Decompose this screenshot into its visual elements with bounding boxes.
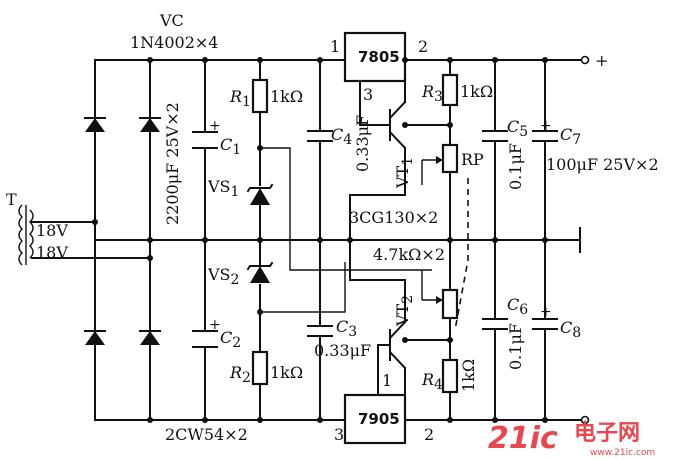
plus-c2: + [209, 317, 221, 333]
label-vt1: VT1 [393, 157, 416, 189]
label-c5: C5 [507, 117, 528, 140]
label-vs1: VS1 [207, 177, 239, 200]
diode-d4 [139, 330, 161, 345]
diode-d3 [84, 330, 106, 345]
pin-1-7905: 1 [382, 371, 392, 390]
pin-2-7805: 2 [418, 37, 428, 56]
transformer-symbol [18, 204, 34, 266]
rp-gang-link [454, 178, 469, 331]
zener-diodes [246, 183, 274, 283]
label-rp: RP [461, 150, 484, 169]
diode-d1 [84, 117, 106, 132]
plus-c1: + [209, 118, 221, 134]
wires [31, 59, 586, 421]
label-transformer: T [6, 190, 17, 209]
label-c4: C4 [331, 125, 352, 148]
resistor-r4 [441, 358, 459, 394]
pin-3-7905: 3 [334, 425, 344, 444]
label-r1-value: 1kΩ [270, 87, 303, 106]
label-c1-value: 2200μF 25V×2 [163, 102, 182, 225]
watermark-brand: 21ic [488, 421, 558, 456]
label-r3: R3 [421, 82, 443, 105]
label-secondary-bottom: 18V [36, 243, 68, 262]
resistor-r3 [441, 73, 459, 107]
potentiometer-rp-bottom [441, 288, 459, 320]
label-c3: C3 [336, 317, 357, 340]
label-c4-value: 0.33μF [353, 115, 372, 172]
zener-vs1 [246, 183, 274, 205]
label-c1: C1 [220, 135, 241, 158]
zener-vs2 [246, 261, 274, 283]
capacitors [192, 130, 558, 348]
potentiometer-rp-top [441, 143, 459, 174]
resistor-r1 [251, 78, 269, 114]
label-7805: 7805 [358, 48, 400, 66]
regulators [343, 31, 407, 445]
label-c6: C6 [507, 295, 528, 318]
label-zener-part: 2CW54×2 [165, 425, 248, 444]
label-c7: C7 [560, 125, 581, 148]
label-c5-value: 0.1μF [506, 143, 525, 190]
label-rp-part: 4.7kΩ×2 [373, 245, 445, 264]
watermark-cn: 电子网 [574, 421, 640, 446]
output-terminal-negative [580, 415, 590, 425]
label-vt2: VT2 [393, 295, 416, 327]
label-c7-value: 100μF 25V×2 [546, 155, 659, 174]
resistors [251, 73, 459, 394]
bridge-diodes [84, 117, 161, 345]
output-terminal-positive [580, 55, 590, 65]
regulator-7905 [343, 393, 407, 445]
regulator-7805 [343, 31, 407, 83]
label-bridge-part: 1N4002×4 [130, 33, 218, 52]
pin-3-7805: 3 [363, 85, 373, 104]
label-vc: VC [159, 11, 184, 30]
label-r3-value: 1kΩ [460, 82, 493, 101]
label-secondary-top: 18V [36, 221, 68, 240]
diode-d2 [139, 117, 161, 132]
label-r1: R1 [229, 87, 251, 110]
plus-c8: + [540, 304, 552, 320]
label-c8: C8 [560, 318, 581, 341]
label-vs2: VS2 [207, 265, 239, 288]
pin-1-7805: 1 [330, 37, 340, 56]
label-c3-value: 0.33μF [314, 341, 371, 360]
label-r2-value: 1kΩ [270, 363, 303, 382]
pin-2-7905: 2 [424, 425, 434, 444]
label-output-positive: + [595, 51, 608, 70]
watermark-url: www.21ic.com [590, 448, 655, 458]
label-c6-value: 0.1μF [506, 323, 525, 370]
label-transistor-part: 3CG130×2 [349, 208, 438, 227]
resistor-r2 [251, 350, 269, 386]
label-r4: R4 [421, 370, 443, 393]
label-r2: R2 [229, 363, 251, 386]
watermark: 21ic 电子网 www.21ic.com [488, 421, 655, 458]
plus-c7: + [540, 118, 552, 134]
label-7905: 7905 [358, 410, 400, 428]
label-c2: C2 [220, 328, 241, 351]
label-r4-value: 1kΩ [459, 359, 478, 392]
junction-dots [92, 57, 548, 423]
